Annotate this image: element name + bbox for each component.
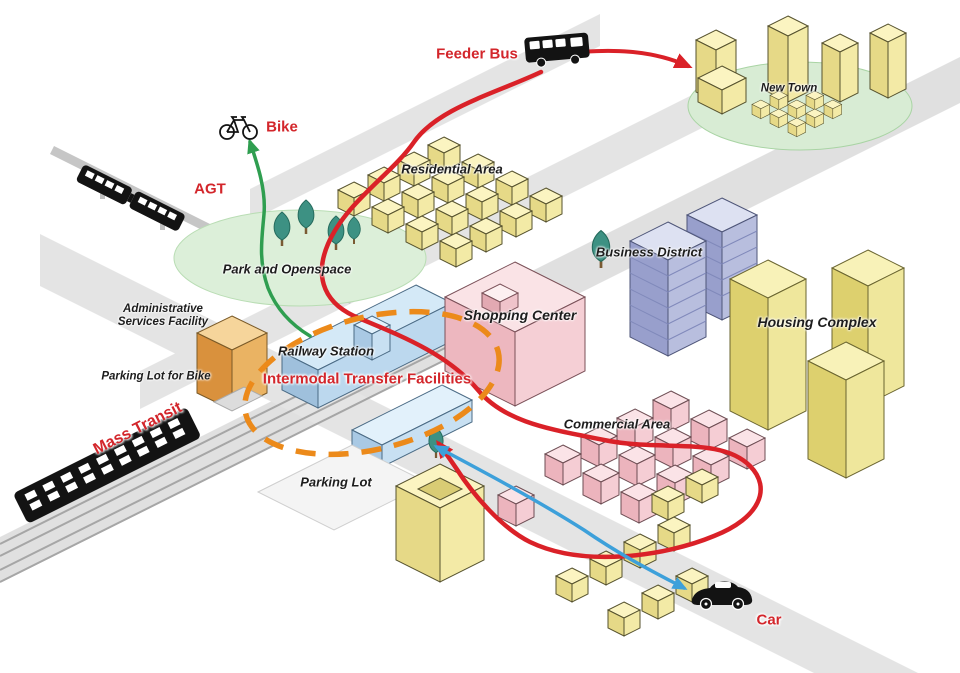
intermodal-hub-ring — [242, 308, 502, 458]
feeder-bus-icon — [524, 32, 590, 68]
bike-route — [247, 138, 312, 338]
road-top — [250, 14, 600, 221]
office-tower — [628, 221, 708, 357]
new-town-buildings — [694, 15, 908, 137]
housing-complex-towers — [728, 249, 906, 479]
agt-train-icon — [76, 165, 185, 231]
new-town-tower — [766, 15, 810, 103]
car-route — [433, 445, 688, 590]
new-town-tower — [820, 33, 860, 103]
shopping-center-building — [443, 261, 587, 407]
new-town-low-building — [696, 65, 748, 115]
new-town-tower — [868, 23, 908, 99]
courtyard-building — [394, 463, 486, 583]
bike-icon — [219, 116, 258, 140]
car-icon — [691, 581, 753, 611]
pink-block — [497, 485, 535, 527]
mass-transit-train-icon — [14, 408, 200, 523]
housing-tower — [806, 341, 886, 479]
housing-tower — [728, 259, 808, 431]
